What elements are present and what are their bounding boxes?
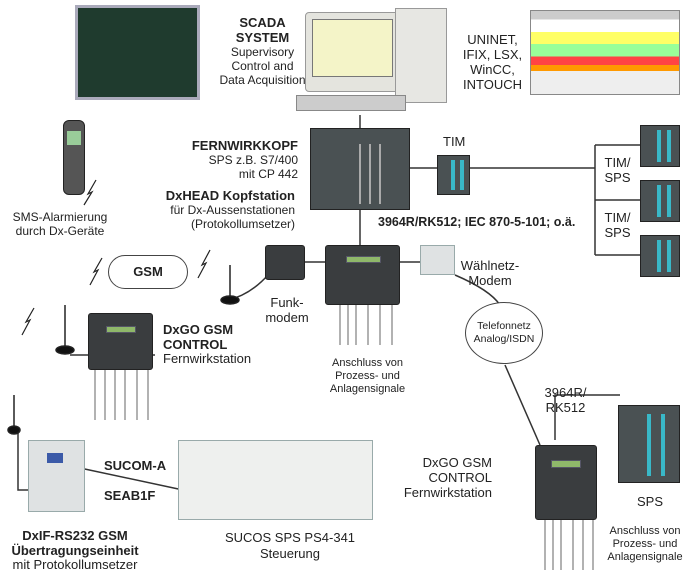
- tim-label: TIM: [443, 134, 466, 149]
- signals-text: Anschluss von: [609, 525, 681, 537]
- scada-title: SCADA: [239, 15, 286, 30]
- software-item: WinCC,: [470, 62, 515, 77]
- dxhead-label: DxHEAD Kopfstation für Dx-Aussenstatione…: [140, 188, 295, 231]
- tim-sps-module: [640, 235, 680, 277]
- tim-sps-text: SPS: [604, 225, 631, 240]
- funkmodem-text: Funk-: [270, 295, 304, 310]
- scada-title-2: SYSTEM: [235, 30, 290, 45]
- telefonnetz-text: Telefonnetz: [477, 320, 531, 332]
- waehlnetz-text: Wählnetz-: [460, 258, 520, 273]
- alarm-table-screenshot: [530, 10, 680, 95]
- gsm-label: GSM: [133, 264, 163, 279]
- rk512-text: 3964R/: [544, 385, 587, 400]
- signals-text: Anschluss von: [332, 357, 403, 369]
- funkmodem-label: Funk-modem: [262, 295, 312, 325]
- sps-device: [618, 405, 680, 483]
- signals-text: Anlagensignale: [607, 551, 683, 563]
- dxgo-left-label: DxGO GSM CONTROL Fernwirkstation: [163, 322, 273, 366]
- tim-sps-label: TIM/SPS: [600, 210, 635, 240]
- signals-text: Anlagensignale: [329, 383, 406, 395]
- software-item: INTOUCH: [463, 77, 522, 92]
- dxgo-text: Fernwirkstation: [163, 351, 252, 366]
- mobile-phone: [63, 120, 85, 195]
- software-item: UNINET,: [467, 32, 518, 47]
- tim-sps-module: [640, 180, 680, 222]
- scada-desc: Control and: [231, 59, 294, 73]
- pc-tower: [395, 8, 447, 103]
- sucom-label: SUCOM-A: [104, 458, 167, 473]
- gsm-cloud: [108, 255, 188, 289]
- waehlnetz-text: Modem: [468, 273, 512, 288]
- software-list: UNINET, IFIX, LSX, WinCC, INTOUCH: [455, 32, 530, 92]
- scada-desc: Data Acquisition: [219, 73, 306, 87]
- dxgo-title: DxGO GSM: [163, 322, 234, 337]
- fernwirkkopf-label: FERNWIRKKOPF SPS z.B. S7/400 mit CP 442: [170, 138, 298, 181]
- scada-screenshot: [75, 5, 200, 100]
- rk512-text: RK512: [545, 400, 586, 415]
- waehlnetz-modem-device: [420, 245, 455, 275]
- tim-sps-module: [640, 125, 680, 167]
- sms-text: durch Dx-Geräte: [15, 224, 105, 238]
- dxgo-title: CONTROL: [163, 337, 228, 352]
- radio-signal-icons: [21, 179, 211, 336]
- dxgo-text: Fernwirkstation: [403, 485, 492, 500]
- funkmodem-text: modem: [265, 310, 309, 325]
- dxif-device: [28, 440, 85, 512]
- dxhead-text: (Protokollumsetzer): [190, 217, 295, 231]
- seab1f-label: SEAB1F: [104, 488, 156, 503]
- dxhead-device: [325, 245, 400, 305]
- dxhead-text: für Dx-Aussenstationen: [170, 203, 295, 217]
- rk512-label: 3964R/RK512: [543, 385, 588, 415]
- dxgo-left-device: [88, 313, 153, 370]
- funkmodem-device: [265, 245, 305, 280]
- dxgo-text: DxGO GSM: [422, 455, 492, 470]
- tim-module: [437, 155, 470, 195]
- tim-sps-text: SPS: [604, 170, 631, 185]
- tim-sps-text: TIM/: [604, 210, 631, 225]
- telefonnetz-text: Analog/ISDN: [473, 333, 535, 345]
- fernwirkkopf-title: FERNWIRKKOPF: [191, 138, 298, 153]
- tim-sps-label: TIM/SPS: [600, 155, 635, 185]
- plc-rack: [310, 128, 410, 210]
- dxif-text: mit Protokollumsetzer: [12, 557, 138, 572]
- antennas: [7, 265, 240, 435]
- dxif-title: DxIF-RS232 GSM: [22, 528, 128, 543]
- software-item: IFIX, LSX,: [462, 47, 523, 62]
- sucos-text: SUCOS SPS PS4-341: [224, 530, 356, 545]
- protocol-label: 3964R/RK512; IEC 870-5-101; o.ä.: [378, 215, 576, 229]
- dxhead-title: DxHEAD Kopfstation: [165, 188, 295, 203]
- telefonnetz-cloud: [465, 302, 543, 364]
- dxgo-text: CONTROL: [428, 470, 492, 485]
- fernwirkkopf-text: mit CP 442: [238, 167, 298, 181]
- signal-wires: [94, 305, 594, 570]
- dxif-title: Übertragungseinheit: [11, 543, 139, 558]
- scada-desc: Supervisory: [230, 45, 295, 59]
- signals-text: Prozess- und: [612, 538, 678, 550]
- sms-text: SMS-Alarmierung: [12, 210, 108, 224]
- scada-label: SCADA SYSTEM Supervisory Control and Dat…: [215, 15, 310, 87]
- waehlnetz-label: Wählnetz-Modem: [455, 258, 525, 288]
- dxgo-right-device: [535, 445, 597, 520]
- signals-text: Prozess- und: [335, 370, 400, 382]
- sms-label: SMS-Alarmierung durch Dx-Geräte: [5, 210, 115, 238]
- sucos-text: Steuerung: [260, 546, 320, 561]
- dxif-label: DxIF-RS232 GSM Übertragungseinheit mit P…: [0, 528, 150, 572]
- sucos-plc-device: [178, 440, 373, 520]
- keyboard: [296, 95, 406, 111]
- fernwirkkopf-text: SPS z.B. S7/400: [208, 153, 298, 167]
- pc-monitor: [305, 12, 400, 92]
- tim-sps-text: TIM/: [604, 155, 631, 170]
- sps-label: SPS: [637, 494, 664, 509]
